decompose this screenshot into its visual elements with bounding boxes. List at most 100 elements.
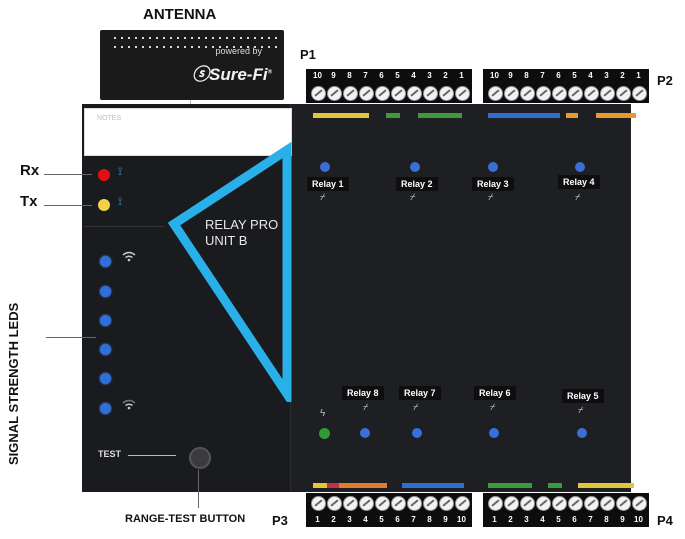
terminal-number: 4: [411, 71, 416, 80]
terminal-screw[interactable]: [359, 496, 374, 511]
terminal-number: 4: [363, 515, 368, 524]
terminal-number: 1: [636, 71, 641, 80]
terminal-screw[interactable]: [327, 86, 342, 101]
terminal-number: 1: [459, 71, 464, 80]
antenna-board: powered by ⓢSure-Fi®: [100, 30, 284, 100]
terminal-screw[interactable]: [520, 86, 535, 101]
terminal-screw[interactable]: [455, 496, 470, 511]
terminal-screw[interactable]: [504, 496, 519, 511]
p3-strip-blue: [402, 483, 464, 488]
terminal-number: 8: [524, 71, 529, 80]
terminal-screw[interactable]: [391, 496, 406, 511]
terminal-number: 6: [379, 71, 384, 80]
terminal-number: 6: [556, 71, 561, 80]
antenna-dot: [219, 46, 221, 48]
terminal-screw[interactable]: [407, 496, 422, 511]
terminal-screw[interactable]: [343, 86, 358, 101]
terminal-screw[interactable]: [568, 86, 583, 101]
relay-3-led: [488, 162, 498, 172]
terminal-screw[interactable]: [327, 496, 342, 511]
terminal-screw[interactable]: [632, 86, 647, 101]
terminal-screw[interactable]: [439, 86, 454, 101]
terminal-screw[interactable]: [536, 86, 551, 101]
p3-strip-red: [327, 483, 339, 488]
signal-led-4: [100, 344, 111, 355]
wifi-full-icon: [122, 251, 136, 262]
antenna-dot: [135, 46, 137, 48]
wifi-low-icon: [122, 399, 136, 410]
p2-strip-orange: [566, 113, 578, 118]
signal-led-3: [100, 315, 111, 326]
terminal-screw[interactable]: [343, 496, 358, 511]
antenna-dot: [142, 46, 144, 48]
terminal-screw[interactable]: [359, 86, 374, 101]
terminal-number: 6: [572, 515, 577, 524]
antenna-dot: [177, 46, 179, 48]
terminal-screw[interactable]: [632, 496, 647, 511]
tx-pointer-line: [44, 205, 92, 206]
terminal-screw[interactable]: [584, 86, 599, 101]
terminal-screw[interactable]: [391, 86, 406, 101]
terminal-screw[interactable]: [504, 86, 519, 101]
terminal-screw[interactable]: [488, 86, 503, 101]
antenna-dot: [163, 46, 165, 48]
relay-3-switch-icon: ⌿: [488, 192, 494, 202]
terminal-screw[interactable]: [375, 496, 390, 511]
terminal-screw[interactable]: [423, 496, 438, 511]
relay-1-switch-icon: ⌿: [320, 192, 326, 202]
registered-icon: ®: [267, 69, 272, 76]
terminal-screw[interactable]: [423, 86, 438, 101]
relay-2-switch-icon: ⌿: [410, 192, 416, 202]
terminal-number: 4: [588, 71, 593, 80]
unit-title: RELAY PRO UNIT B: [205, 217, 278, 249]
terminal-screw-row: [483, 493, 649, 513]
antenna-dot: [268, 37, 270, 39]
relay-5-led: [577, 428, 587, 438]
range-test-button[interactable]: [189, 447, 211, 469]
p3-label: P3: [272, 513, 288, 528]
terminal-screw[interactable]: [407, 86, 422, 101]
antenna-dot: [212, 46, 214, 48]
antenna-dot: [128, 46, 130, 48]
terminal-number: 3: [524, 515, 529, 524]
terminal-screw[interactable]: [616, 496, 631, 511]
notes-area: NOTES: [84, 108, 292, 156]
range-test-pointer-line: [198, 470, 199, 508]
relay-7-label: Relay 7: [399, 386, 441, 400]
terminal-screw[interactable]: [616, 86, 631, 101]
terminal-screw[interactable]: [439, 496, 454, 511]
terminal-screw[interactable]: [600, 496, 615, 511]
antenna-dot: [156, 46, 158, 48]
terminal-screw[interactable]: [488, 496, 503, 511]
antenna-dot: [184, 46, 186, 48]
antenna-dot: [233, 46, 235, 48]
terminal-screw[interactable]: [552, 496, 567, 511]
p2-label: P2: [657, 73, 673, 88]
terminal-number: 10: [457, 515, 466, 524]
signal-led-5: [100, 373, 111, 384]
antenna-dot: [142, 37, 144, 39]
terminal-screw[interactable]: [520, 496, 535, 511]
right-panel: [290, 104, 631, 492]
antenna-label: ANTENNA: [143, 6, 217, 23]
antenna-dot: [240, 37, 242, 39]
signal-strength-label: SIGNAL STRENGTH LEDS: [6, 302, 21, 465]
terminal-screw[interactable]: [584, 496, 599, 511]
terminal-screw[interactable]: [536, 496, 551, 511]
terminal-screw[interactable]: [311, 496, 326, 511]
antenna-dot: [254, 37, 256, 39]
terminal-number: 8: [604, 515, 609, 524]
signal-pointer-line: [46, 337, 96, 338]
terminal-screw[interactable]: [375, 86, 390, 101]
terminal-screw[interactable]: [311, 86, 326, 101]
terminal-screw[interactable]: [568, 496, 583, 511]
terminal-screw[interactable]: [552, 86, 567, 101]
powered-by-text: powered by: [215, 46, 262, 56]
antenna-dot: [135, 37, 137, 39]
terminal-screw[interactable]: [600, 86, 615, 101]
terminal-screw[interactable]: [455, 86, 470, 101]
